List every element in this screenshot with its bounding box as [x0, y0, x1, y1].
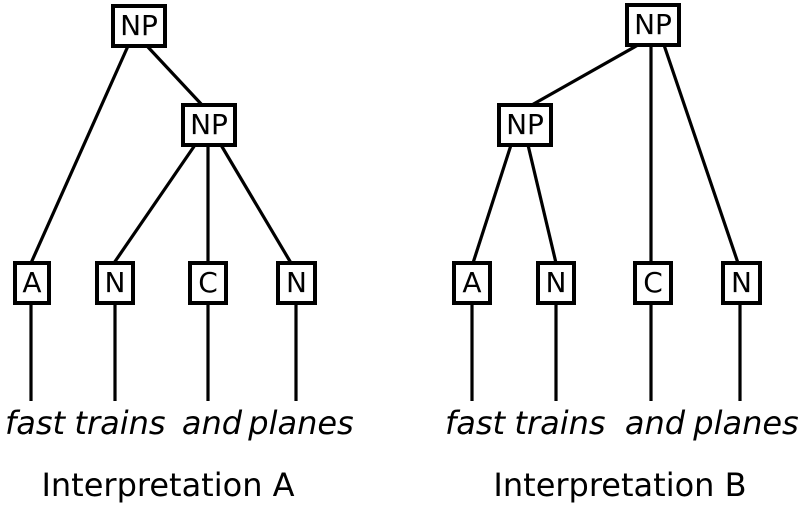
tree-b-node-n2: N — [721, 261, 762, 305]
tree-b-caption: Interpretation B — [493, 466, 747, 504]
tree-a-node-np-inner: NP — [181, 103, 237, 147]
edge-a-inner-to-n2 — [219, 144, 293, 264]
tree-a-node-np-root: NP — [111, 4, 167, 48]
tree-b-node-n1: N — [536, 261, 576, 305]
tree-a-word-planes: planes — [248, 404, 354, 442]
edge-b-root-to-inner — [529, 43, 639, 108]
tree-b-node-np-inner: NP — [497, 103, 553, 147]
tree-a-word-and: and — [181, 404, 243, 442]
edge-b-inner-to-n1 — [526, 144, 558, 264]
edge-b-inner-to-a — [471, 144, 513, 264]
tree-b-word-and: and — [624, 404, 686, 442]
edge-a-root-to-a — [29, 45, 130, 264]
tree-b-node-a: A — [452, 261, 492, 305]
tree-a-word-trains: trains — [74, 404, 166, 442]
tree-a-node-n2: N — [276, 261, 317, 305]
tree-b-word-fast: fast — [444, 404, 506, 442]
tree-b-word-planes: planes — [693, 404, 799, 442]
edge-b-root-to-n2 — [662, 44, 740, 264]
tree-a-caption: Interpretation A — [41, 466, 295, 504]
edge-a-root-to-inner — [145, 44, 205, 108]
tree-b-node-np-root: NP — [625, 3, 681, 47]
tree-a-node-n1: N — [95, 261, 135, 305]
tree-a-node-a: A — [13, 261, 51, 305]
tree-b-word-trains: trains — [514, 404, 606, 442]
tree-b-node-c: C — [633, 261, 673, 305]
tree-a-word-fast: fast — [4, 404, 66, 442]
edge-a-inner-to-n1 — [112, 144, 197, 264]
tree-a-node-c: C — [188, 261, 228, 305]
